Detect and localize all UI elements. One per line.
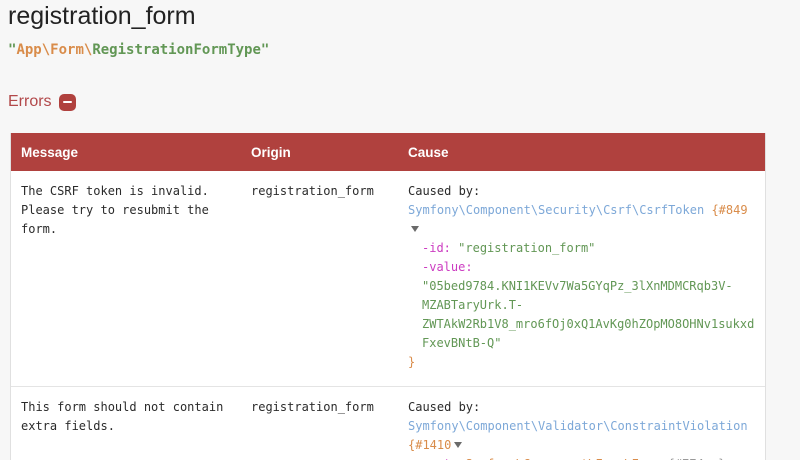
minus-glyph bbox=[62, 101, 72, 103]
property-name: -id: bbox=[422, 241, 451, 255]
error-cause: Caused by: Symfony\Component\Validator\C… bbox=[398, 386, 765, 460]
cause-property-value: -value: "05bed9784.KNI1KEVv7Wa5GYqPz_3lX… bbox=[408, 258, 755, 353]
class-string-close-quote: " bbox=[260, 42, 270, 58]
errors-table-container: Message Origin Cause The CSRF token is i… bbox=[10, 133, 766, 460]
error-message: This form should not contain extra field… bbox=[11, 386, 241, 460]
property-value: Symfony\Component\Form\Form bbox=[465, 457, 660, 460]
class-string-open-quote: " bbox=[8, 42, 17, 58]
column-header-message: Message bbox=[11, 133, 241, 171]
errors-table: Message Origin Cause The CSRF token is i… bbox=[11, 133, 765, 460]
chevron-down-icon[interactable] bbox=[411, 226, 419, 232]
cause-label: Caused by: bbox=[408, 400, 481, 414]
table-row: This form should not contain extra field… bbox=[11, 386, 765, 460]
cause-class-line: Symfony\Component\Security\Csrf\CsrfToke… bbox=[408, 201, 755, 239]
column-header-origin: Origin bbox=[241, 133, 398, 171]
property-name: root: bbox=[422, 457, 458, 460]
errors-section-header[interactable]: Errors bbox=[8, 92, 76, 112]
cause-property-id: -id: "registration_form" bbox=[408, 239, 755, 258]
cause-label: Caused by: bbox=[408, 184, 481, 198]
cause-property-root: root: Symfony\Component\Form\Form {#774 … bbox=[408, 455, 755, 460]
error-origin: registration_form bbox=[251, 184, 374, 198]
property-value: "05bed9784.KNI1KEVv7Wa5GYqPz_3lXnMDMCRqb… bbox=[422, 279, 755, 350]
cause-object-id: {#1410 bbox=[408, 438, 452, 452]
property-object-id: {#774 …} bbox=[668, 457, 726, 460]
error-cause: Caused by: Symfony\Component\Security\Cs… bbox=[398, 171, 765, 387]
errors-heading-label: Errors bbox=[8, 93, 52, 110]
errors-table-head: Message Origin Cause bbox=[11, 133, 765, 171]
column-header-cause: Cause bbox=[398, 133, 765, 171]
property-name: -value: bbox=[422, 260, 473, 274]
class-string-separator-1: \ bbox=[41, 42, 51, 58]
table-row: The CSRF token is invalid. Please try to… bbox=[11, 171, 765, 387]
form-type-class-string: "App\Form\RegistrationFormType" bbox=[8, 40, 269, 60]
class-string-separator-2: \ bbox=[83, 42, 93, 58]
cause-object-id: {#849 bbox=[711, 203, 748, 217]
minus-badge-icon[interactable] bbox=[58, 93, 76, 111]
errors-table-body: The CSRF token is invalid. Please try to… bbox=[11, 171, 765, 460]
page-title: registration_form bbox=[8, 2, 196, 30]
cause-class-line: Symfony\Component\Validator\ConstraintVi… bbox=[408, 417, 755, 455]
error-origin: registration_form bbox=[241, 386, 398, 460]
cause-class-link[interactable]: Symfony\Component\Security\Csrf\CsrfToke… bbox=[408, 203, 705, 217]
table-header-row: Message Origin Cause bbox=[11, 133, 765, 171]
cause-class-link[interactable]: Symfony\Component\Validator\ConstraintVi… bbox=[408, 419, 748, 433]
class-string-namespace-app: App bbox=[16, 42, 42, 58]
cause-closing-brace: } bbox=[408, 355, 416, 369]
property-value: "registration_form" bbox=[458, 241, 596, 255]
class-string-classname: RegistrationFormType bbox=[92, 42, 261, 58]
error-message: The CSRF token is invalid. Please try to… bbox=[21, 184, 209, 236]
class-string-namespace-form: Form bbox=[50, 42, 84, 58]
chevron-down-icon[interactable] bbox=[454, 442, 463, 448]
